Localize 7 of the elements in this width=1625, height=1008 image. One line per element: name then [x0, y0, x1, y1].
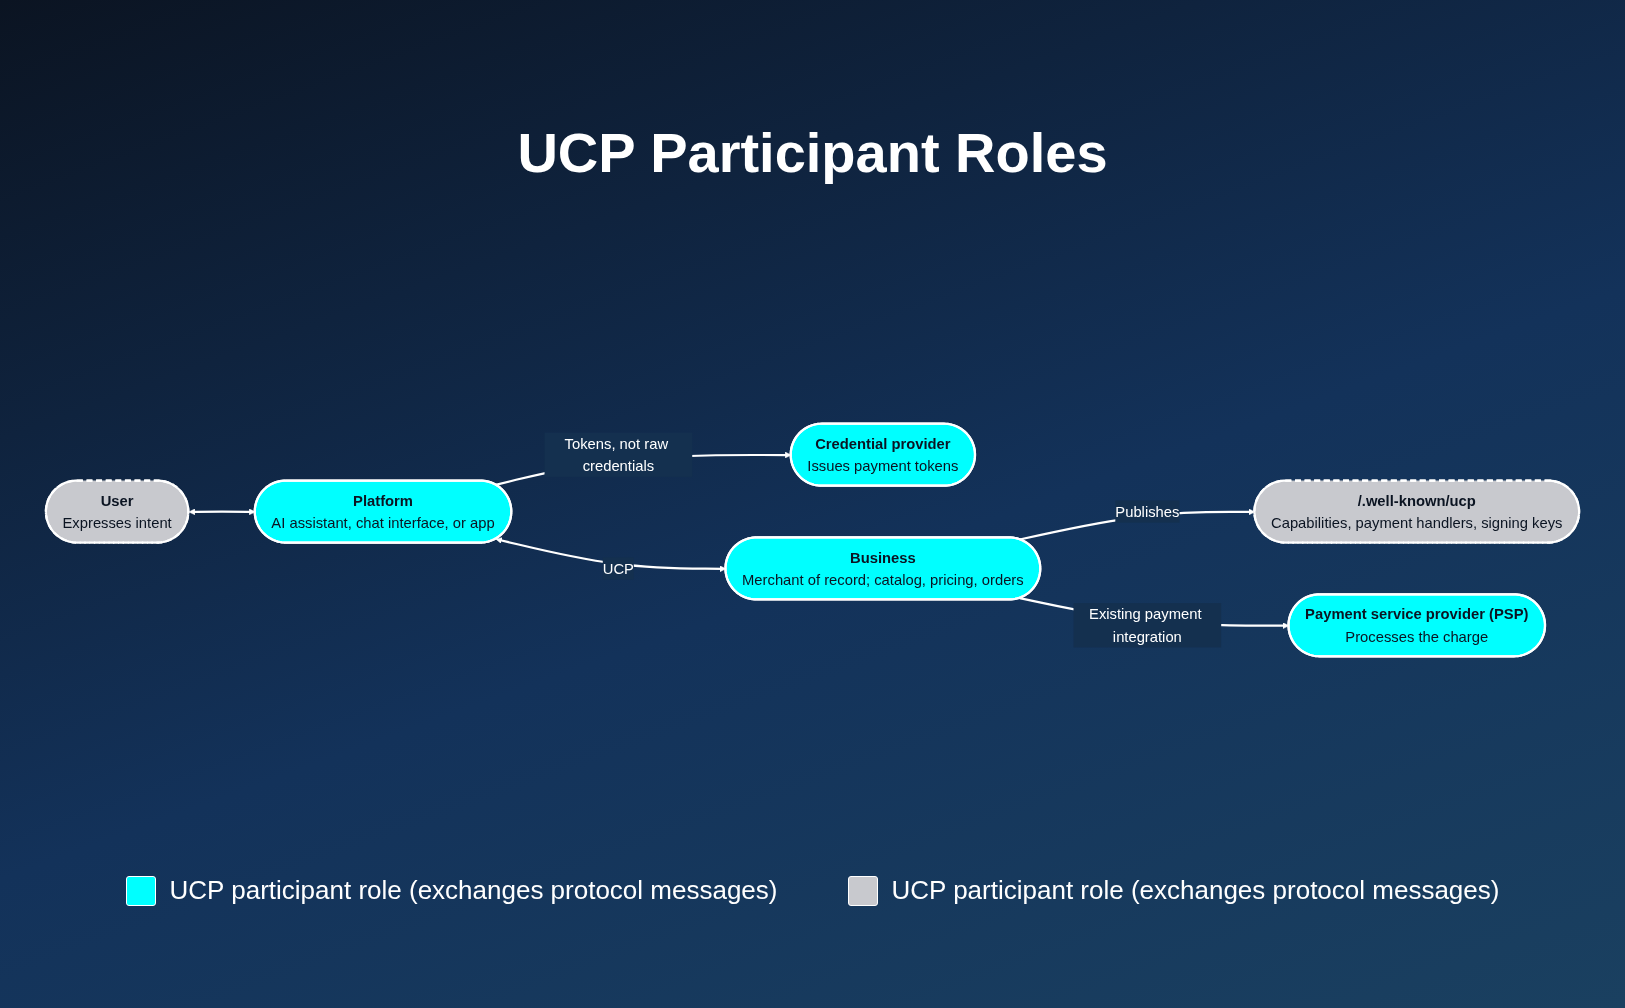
- diagram-title: UCP Participant Roles: [516, 120, 1109, 185]
- legend-label: UCP participant role (exchanges protocol messages): [169, 875, 778, 906]
- edge-label: Existing payment integration: [1089, 606, 1202, 645]
- edge-label: Publishes: [1115, 503, 1180, 520]
- edge-label: UCP: [602, 560, 634, 577]
- edge-label: Tokens, not raw credentials: [564, 435, 669, 474]
- legend-label: UCP participant role (exchanges protocol messages): [891, 875, 1500, 906]
